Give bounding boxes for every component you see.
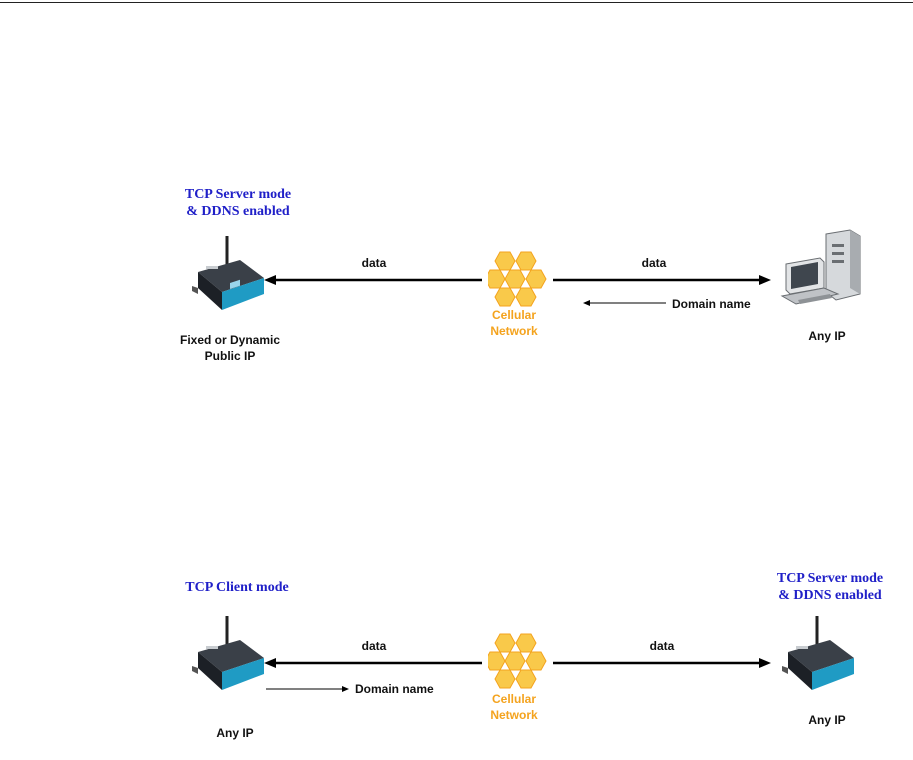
diagram-tcp-server-ddns: TCP Server mode & DDNS enabled Fixed or …: [0, 180, 913, 380]
data-arrow-left: [264, 275, 482, 285]
cellular-network-icon: [488, 633, 547, 689]
device-ip-label: Fixed or Dynamic Public IP: [179, 333, 281, 363]
domain-name-arrow-left: [583, 300, 666, 306]
server-computer-icon: [780, 229, 861, 305]
diagram-tcp-client: TCP Client mode Any IP data Domain name …: [0, 560, 913, 760]
left-arrow-label: data: [361, 256, 387, 270]
page-top-rule: [0, 2, 913, 3]
remote-mode-title: TCP Server mode & DDNS enabled: [776, 571, 884, 603]
domain-name-label: Domain name: [672, 297, 751, 311]
left-arrow-label: data: [361, 639, 387, 653]
device-mode-title: TCP Client mode: [185, 580, 289, 595]
cellular-network-icon: [488, 251, 547, 307]
cellular-router-icon: [192, 236, 264, 310]
device-mode-title: TCP Server mode & DDNS enabled: [184, 187, 292, 219]
cellular-network-label: Cellular Network: [490, 308, 538, 338]
domain-name-label: Domain name: [355, 682, 434, 696]
remote-cellular-router-icon: [782, 616, 854, 690]
cellular-network-label: Cellular Network: [490, 692, 538, 722]
right-arrow-label: data: [649, 639, 675, 653]
data-arrow-left: [264, 658, 482, 668]
device-ip-label: Any IP: [216, 726, 254, 740]
right-arrow-label: data: [641, 256, 667, 270]
data-arrow-right: [553, 658, 771, 668]
data-arrow-right: [553, 275, 771, 285]
domain-name-arrow-right: [266, 686, 349, 692]
cellular-router-icon: [192, 616, 264, 690]
remote-ip-label: Any IP: [808, 713, 846, 727]
pc-ip-label: Any IP: [808, 329, 846, 343]
